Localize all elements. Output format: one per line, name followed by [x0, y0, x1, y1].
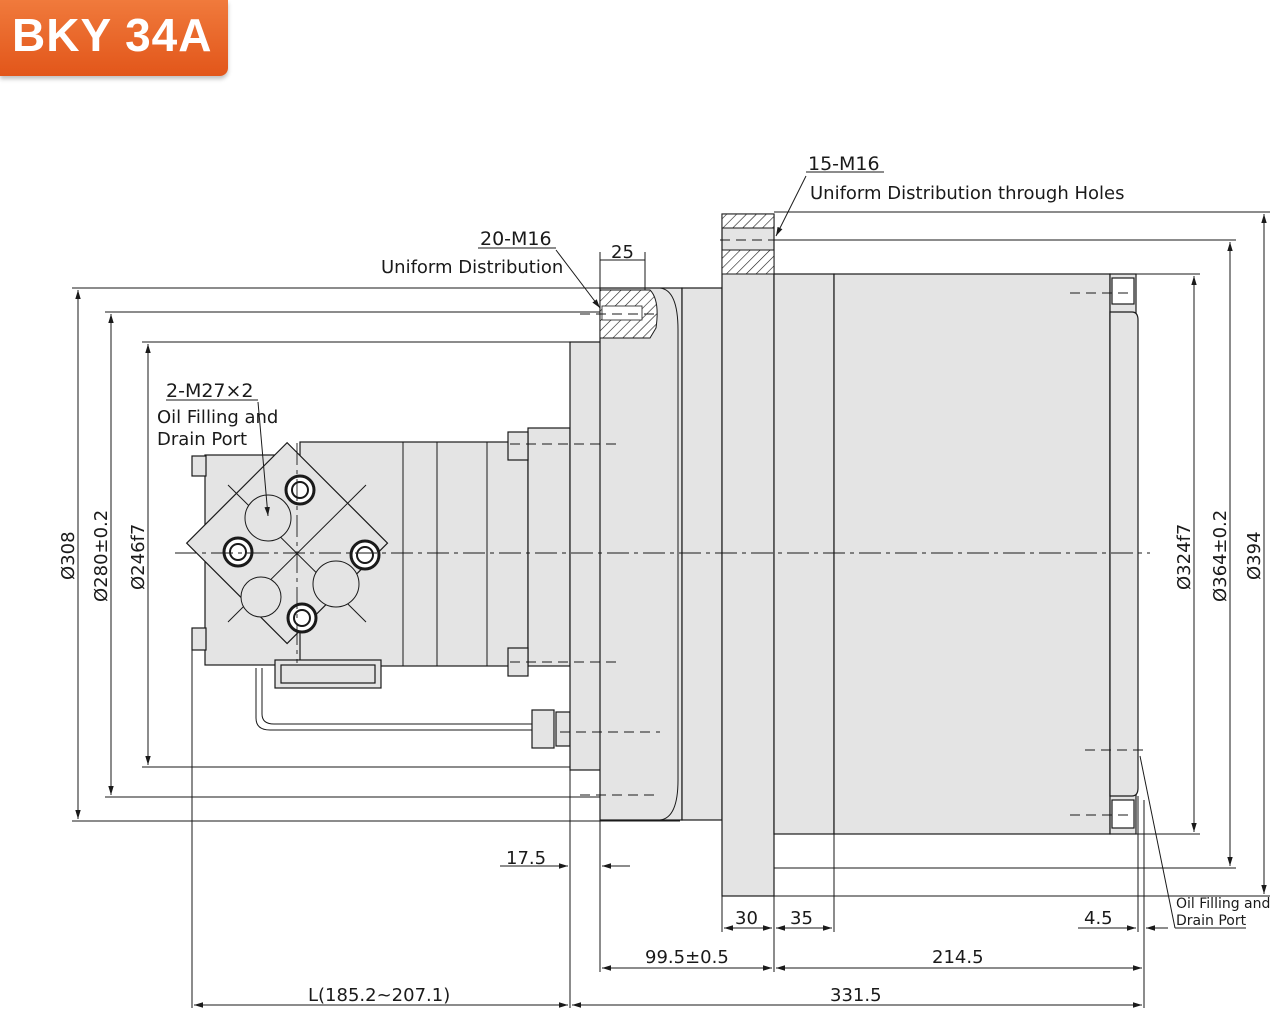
dim-L: L(185.2~207.1): [308, 985, 450, 1006]
dim-30: 30: [735, 908, 758, 929]
right-port-desc-2: Drain Port: [1176, 913, 1247, 929]
dim-d394: Ø394: [1244, 531, 1265, 580]
dim-35: 35: [790, 908, 813, 929]
port-spec: 2-M27×2: [166, 380, 254, 402]
top-bolt-spec: 15-M16: [808, 153, 880, 175]
dim-4-5: 4.5: [1084, 908, 1113, 929]
reducer-housing: [569, 213, 1139, 897]
dim-d308: Ø308: [58, 531, 79, 580]
dim-17-5: 17.5: [506, 848, 546, 869]
dim-331-5: 331.5: [830, 985, 882, 1006]
thread-desc: Uniform Distribution: [381, 257, 563, 278]
top-flange-hatch: [721, 213, 775, 229]
port-desc-2: Drain Port: [157, 429, 247, 450]
thread-spec: 20-M16: [480, 228, 552, 250]
port-desc-1: Oil Filling and: [157, 407, 278, 428]
top-flange-hatch-2: [721, 249, 775, 275]
dim-99-5: 99.5±0.5: [645, 947, 729, 968]
dim-d324: Ø324f7: [1174, 524, 1195, 590]
dim-d280: Ø280±0.2: [91, 510, 112, 602]
valve-block: [185, 441, 389, 645]
dim-214-5: 214.5: [932, 947, 984, 968]
model-title: BKY 34A: [12, 9, 213, 61]
model-badge: BKY 34A: [0, 0, 228, 76]
dimension-lines: [72, 211, 1270, 1008]
leader-lines: [166, 171, 1246, 929]
dim-25: 25: [611, 242, 634, 263]
dim-d246: Ø246f7: [128, 524, 149, 590]
dim-d364: Ø364±0.2: [1210, 510, 1231, 602]
top-bolt-desc: Uniform Distribution through Holes: [810, 183, 1124, 204]
right-port-desc-1: Oil Filling and: [1176, 896, 1270, 912]
